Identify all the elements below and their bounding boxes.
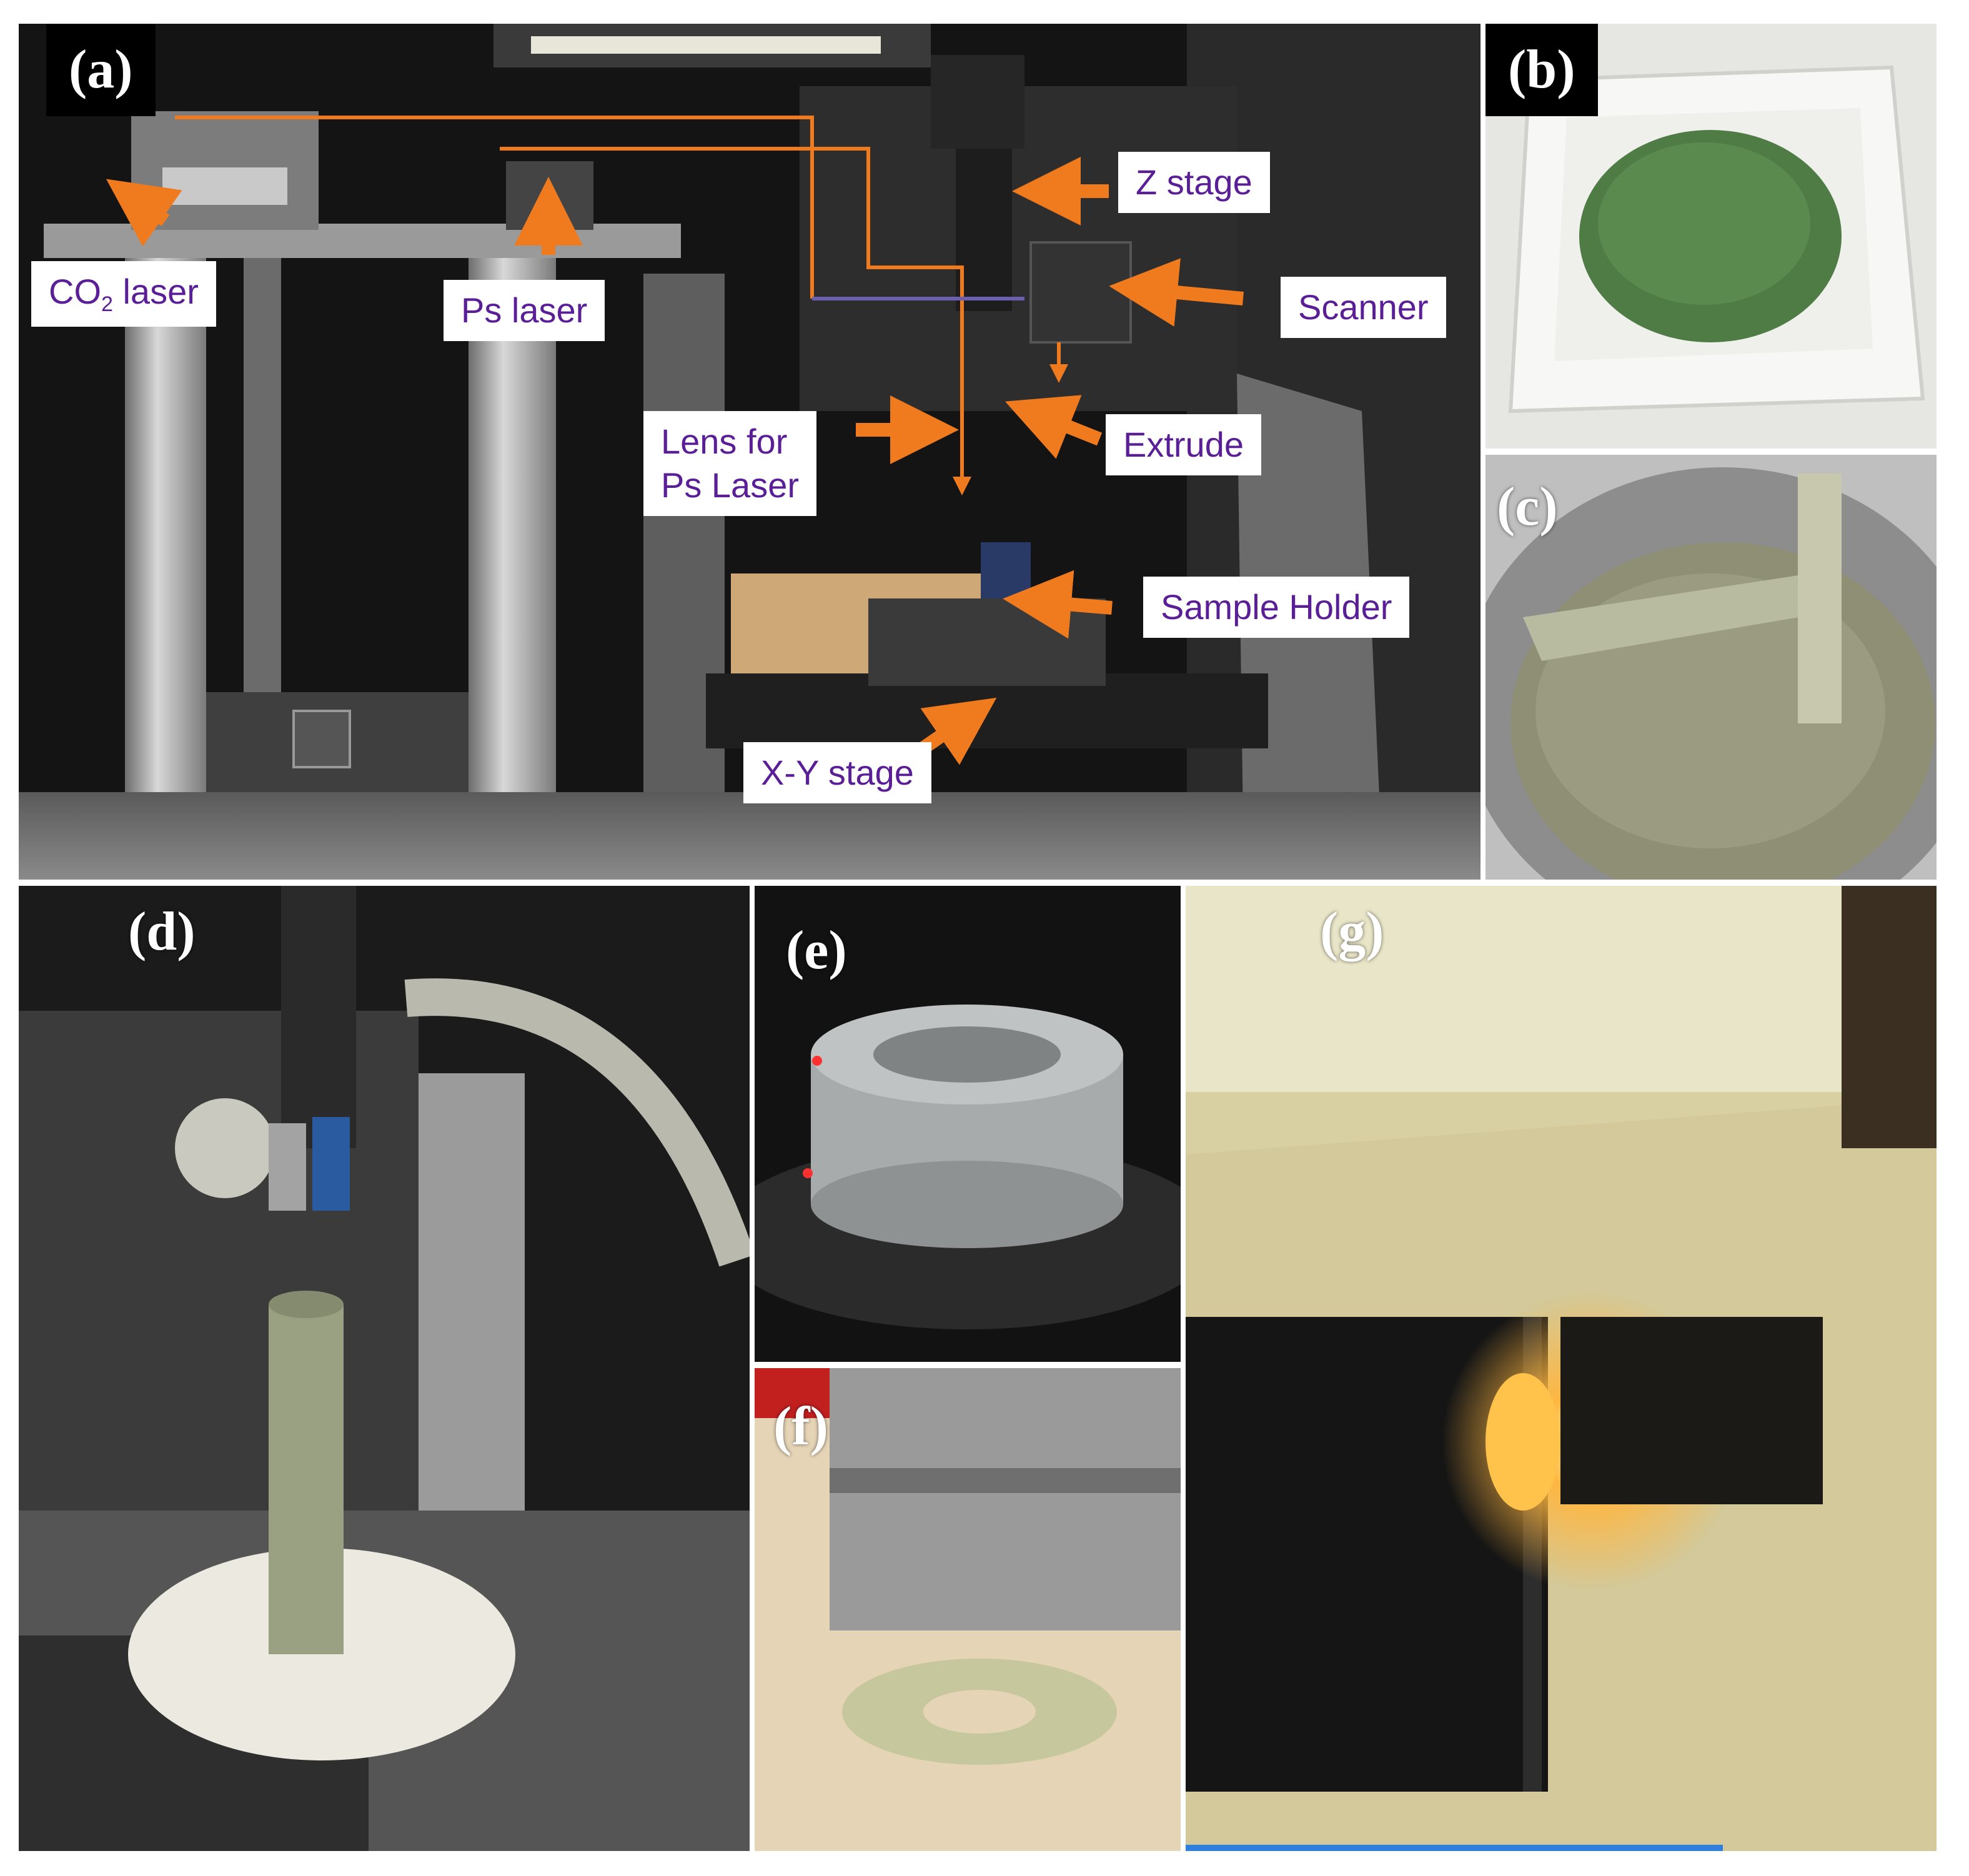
panel-a-tag: (a)	[46, 24, 156, 116]
xy-stage-label: X-Y stage	[743, 742, 931, 803]
panel-a-photo: (a) CO2 laser Ps laser Z stage Scanner L…	[19, 24, 1480, 880]
panel-g-scene	[1186, 886, 1937, 1851]
panel-f-tag: (f)	[773, 1396, 828, 1457]
ps-laser-label: Ps laser	[444, 280, 605, 341]
panel-c-tag: (c)	[1497, 477, 1558, 537]
z-stage-label: Z stage	[1118, 152, 1270, 213]
panel-f-photo: (f)	[755, 1368, 1181, 1851]
panel-e-scene	[755, 886, 1181, 1362]
sample-holder-label: Sample Holder	[1143, 577, 1410, 638]
panel-e-tag: (e)	[786, 920, 847, 981]
panel-f-scene	[755, 1368, 1181, 1851]
lens-label-line2: Ps Laser	[661, 465, 799, 505]
panel-d-photo: (d)	[19, 886, 750, 1851]
panel-b-scene	[1485, 24, 1937, 449]
panel-e-photo: (e)	[755, 886, 1181, 1362]
panel-d-tag: (d)	[128, 901, 196, 962]
panel-c-scene	[1485, 455, 1937, 880]
panel-g-photo: (g)	[1186, 886, 1937, 1851]
co2-laser-label: CO2 laser	[31, 261, 216, 327]
panel-c-photo: (c)	[1485, 455, 1937, 880]
co2-laser-label-main: CO	[49, 272, 101, 311]
panel-b-photo: (b)	[1485, 24, 1937, 449]
lens-label-line1: Lens for	[661, 422, 788, 461]
panel-d-scene	[19, 886, 750, 1851]
panel-g-tag: (g)	[1320, 901, 1384, 962]
scanner-label: Scanner	[1281, 277, 1446, 338]
lens-label: Lens for Ps Laser	[643, 411, 816, 516]
extrude-label: Extrude	[1106, 414, 1261, 475]
co2-laser-label-sub: 2	[101, 292, 113, 317]
panel-b-tag: (b)	[1485, 24, 1598, 116]
co2-laser-label-rest: laser	[112, 272, 199, 311]
